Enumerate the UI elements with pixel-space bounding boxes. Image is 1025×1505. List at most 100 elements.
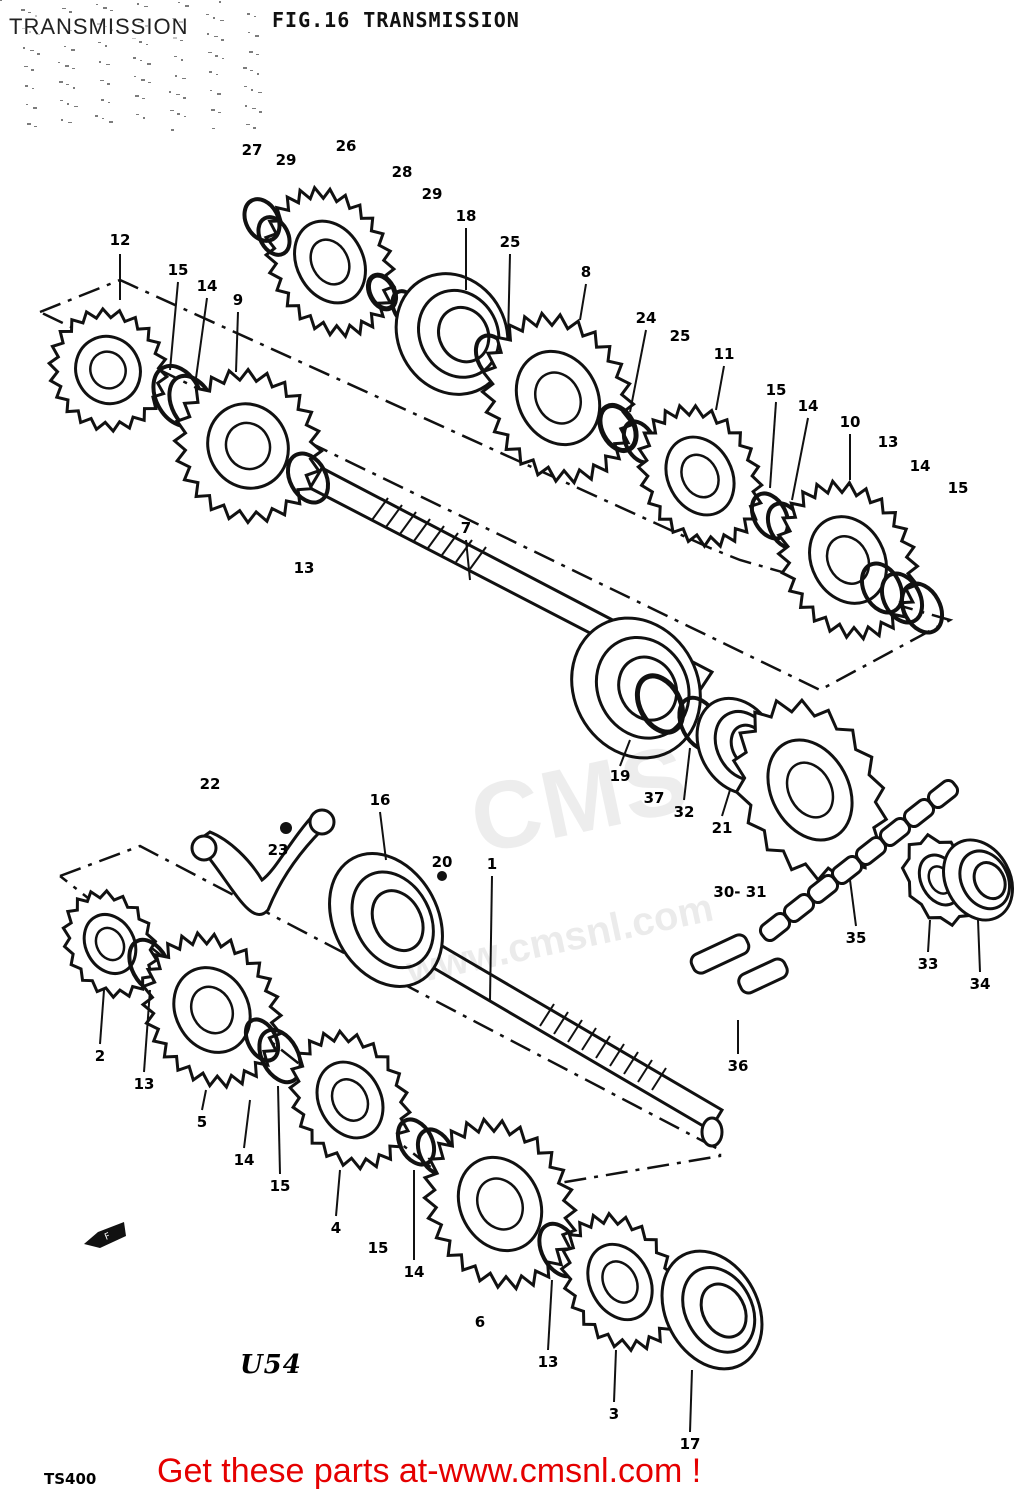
circlip-27 bbox=[242, 197, 282, 243]
callout-37: 37 bbox=[643, 789, 665, 807]
scan-noise bbox=[109, 121, 113, 123]
bearing-17-inner bbox=[699, 1282, 748, 1339]
scan-noise bbox=[136, 114, 139, 115]
scan-noise bbox=[209, 71, 212, 73]
countershaft-spline bbox=[399, 511, 417, 535]
leader-line bbox=[235, 311, 239, 373]
scan-noise bbox=[211, 109, 215, 111]
leader-line bbox=[277, 1085, 281, 1175]
gear-26-bore bbox=[309, 238, 351, 286]
scan-noise bbox=[68, 122, 72, 123]
gear-5-hub bbox=[172, 966, 252, 1054]
leader-line bbox=[195, 297, 208, 379]
driveshaft-spline bbox=[553, 1011, 569, 1035]
scan-noise bbox=[148, 82, 151, 83]
callout-21: 21 bbox=[711, 819, 733, 837]
scan-noise bbox=[144, 6, 148, 7]
callout-28: 28 bbox=[391, 163, 413, 181]
scan-noise bbox=[32, 88, 34, 89]
driveshaft-spline bbox=[651, 1067, 667, 1091]
countershaft-spline bbox=[469, 546, 487, 570]
nut-34-inner bbox=[972, 861, 1007, 901]
callout-19: 19 bbox=[609, 767, 631, 785]
leader-line bbox=[977, 919, 981, 973]
gear-3-bore bbox=[601, 1260, 639, 1304]
scan-noise bbox=[72, 68, 75, 69]
scan-noise bbox=[142, 98, 145, 99]
scan-noise bbox=[146, 44, 148, 45]
callout-14d: 14 bbox=[233, 1151, 255, 1169]
leader-line bbox=[465, 539, 471, 581]
leader-line bbox=[507, 253, 511, 341]
leader-line bbox=[689, 1369, 693, 1433]
retainer-eye-right bbox=[308, 808, 336, 836]
scan-noise bbox=[67, 103, 69, 105]
circlip-13-upper bbox=[285, 451, 331, 505]
scan-noise bbox=[37, 53, 40, 55]
scan-noise bbox=[183, 97, 186, 99]
callout-30-31: 30- 31 bbox=[713, 883, 767, 901]
gear-12 bbox=[46, 306, 170, 434]
callout-14e: 14 bbox=[403, 1263, 425, 1281]
callout-8: 8 bbox=[580, 263, 592, 281]
gear-10-teeth bbox=[776, 478, 920, 642]
callout-15c: 15 bbox=[947, 479, 969, 497]
scan-noise bbox=[62, 8, 66, 9]
gear-9-hub bbox=[206, 402, 290, 490]
scan-noise bbox=[34, 126, 37, 127]
scan-noise bbox=[185, 5, 189, 7]
leader-line bbox=[849, 879, 857, 927]
spacer-37 bbox=[634, 673, 686, 735]
buy-parts-banner[interactable]: Get these parts at-www.cmsnl.com ! bbox=[157, 1452, 702, 1490]
section-title: TRANSMISSION bbox=[6, 14, 192, 40]
scan-noise bbox=[33, 107, 37, 109]
callout-3: 3 bbox=[608, 1405, 620, 1423]
gear-11-bore bbox=[680, 453, 720, 499]
scan-noise bbox=[252, 108, 256, 109]
callout-13b: 13 bbox=[293, 559, 315, 577]
drive-chain-link bbox=[926, 778, 960, 810]
driveshaft-spline bbox=[637, 1059, 653, 1083]
gear-8 bbox=[480, 310, 636, 486]
sprocket-30-bore bbox=[785, 761, 835, 819]
countershaft-spline bbox=[413, 518, 431, 542]
chain-joint-clip bbox=[737, 957, 789, 995]
scan-noise bbox=[176, 94, 180, 95]
gear-10-bore bbox=[825, 535, 871, 585]
leader-line bbox=[613, 1349, 617, 1403]
gear-5-teeth bbox=[140, 930, 284, 1090]
scan-noise bbox=[182, 78, 186, 79]
callout-14c: 14 bbox=[909, 457, 931, 475]
gear-2-hub bbox=[82, 913, 138, 975]
scan-noise bbox=[134, 76, 136, 77]
scan-noise bbox=[246, 124, 250, 125]
front-direction-arrow bbox=[84, 1222, 126, 1248]
leader-line bbox=[489, 875, 493, 1001]
callout-29b: 29 bbox=[421, 185, 443, 203]
callout-6: 6 bbox=[474, 1313, 486, 1331]
gear-9-teeth bbox=[172, 366, 324, 526]
gear-26-hub bbox=[293, 219, 367, 305]
scan-noise bbox=[101, 99, 104, 101]
callout-36: 36 bbox=[727, 1057, 749, 1075]
scan-noise bbox=[108, 102, 110, 103]
callout-18: 18 bbox=[455, 207, 477, 225]
callout-29a: 29 bbox=[275, 151, 297, 169]
sprocket-30-hub bbox=[766, 738, 854, 842]
scan-noise bbox=[99, 61, 101, 63]
pin-20 bbox=[437, 871, 447, 881]
leader-line bbox=[619, 739, 631, 767]
scan-noise bbox=[73, 87, 75, 89]
callout-10: 10 bbox=[839, 413, 861, 431]
nut-34-outer bbox=[942, 838, 1014, 922]
front-arrow-label: F bbox=[103, 1232, 112, 1243]
scan-noise bbox=[65, 65, 69, 67]
scan-noise bbox=[248, 32, 250, 33]
scan-noise bbox=[217, 93, 221, 95]
leader-line bbox=[547, 1279, 553, 1351]
scan-noise bbox=[214, 36, 218, 37]
scan-noise bbox=[169, 91, 171, 93]
scan-noise bbox=[210, 90, 212, 91]
